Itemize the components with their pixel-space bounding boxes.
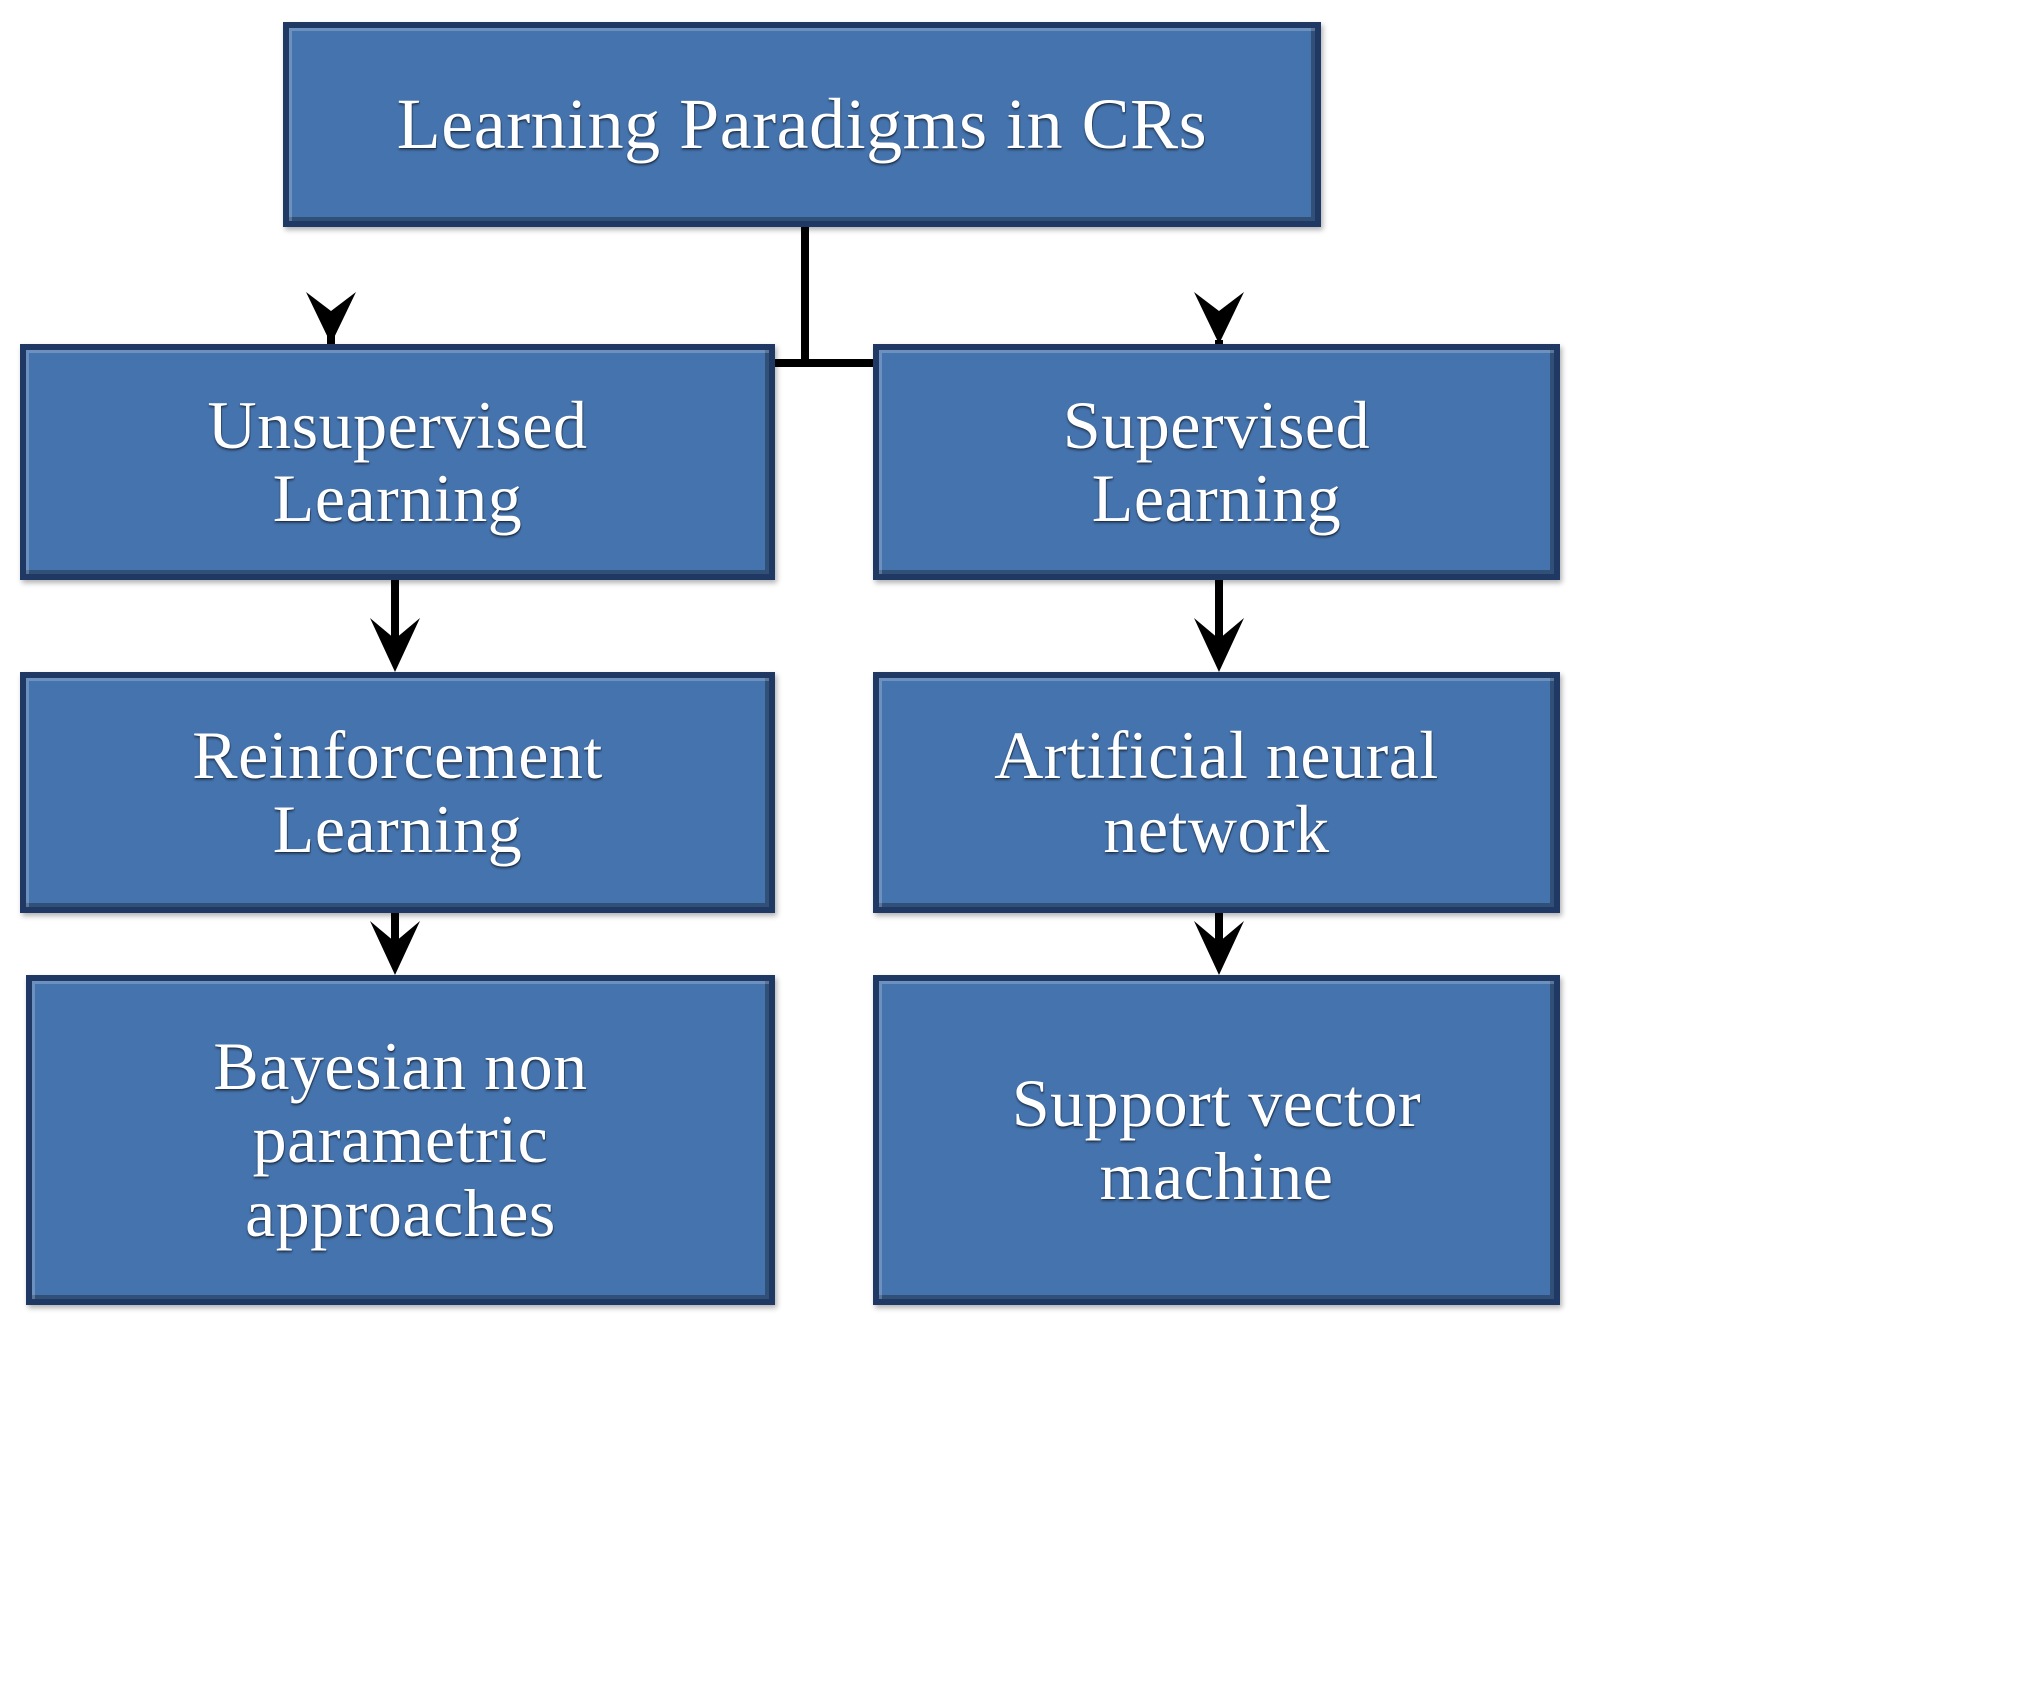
node-artificial-neural-network-label: Artificial neural network (994, 717, 1439, 867)
node-bayesian-non-parametric-approaches-label: Bayesian non parametric approaches (213, 1027, 588, 1251)
arrow-to-unsupervised-head (306, 292, 356, 344)
node-learning-paradigms-label: Learning Paradigms in CRs (396, 83, 1208, 164)
arrow-ann-svm-head (1194, 921, 1244, 975)
node-unsupervised-learning[interactable]: Unsupervised Learning (20, 344, 775, 580)
node-unsupervised-learning-label: Unsupervised Learning (207, 386, 588, 536)
arrow-sup-ann-head (1194, 618, 1244, 672)
arrow-to-supervised-head (1194, 292, 1244, 344)
node-bayesian-non-parametric-approaches[interactable]: Bayesian non parametric approaches (26, 975, 775, 1305)
node-reinforcement-learning[interactable]: Reinforcement Learning (20, 672, 775, 913)
arrow-unsup-rl-head (370, 618, 420, 672)
node-supervised-learning-label: Supervised Learning (1062, 386, 1371, 536)
node-supervised-learning[interactable]: Supervised Learning (873, 344, 1560, 580)
arrow-rl-bnp-head (370, 921, 420, 975)
node-learning-paradigms[interactable]: Learning Paradigms in CRs (283, 22, 1321, 227)
node-support-vector-machine-label: Support vector machine (1011, 1064, 1422, 1214)
node-reinforcement-learning-label: Reinforcement Learning (192, 717, 603, 867)
node-support-vector-machine[interactable]: Support vector machine (873, 975, 1560, 1305)
node-artificial-neural-network[interactable]: Artificial neural network (873, 672, 1560, 913)
